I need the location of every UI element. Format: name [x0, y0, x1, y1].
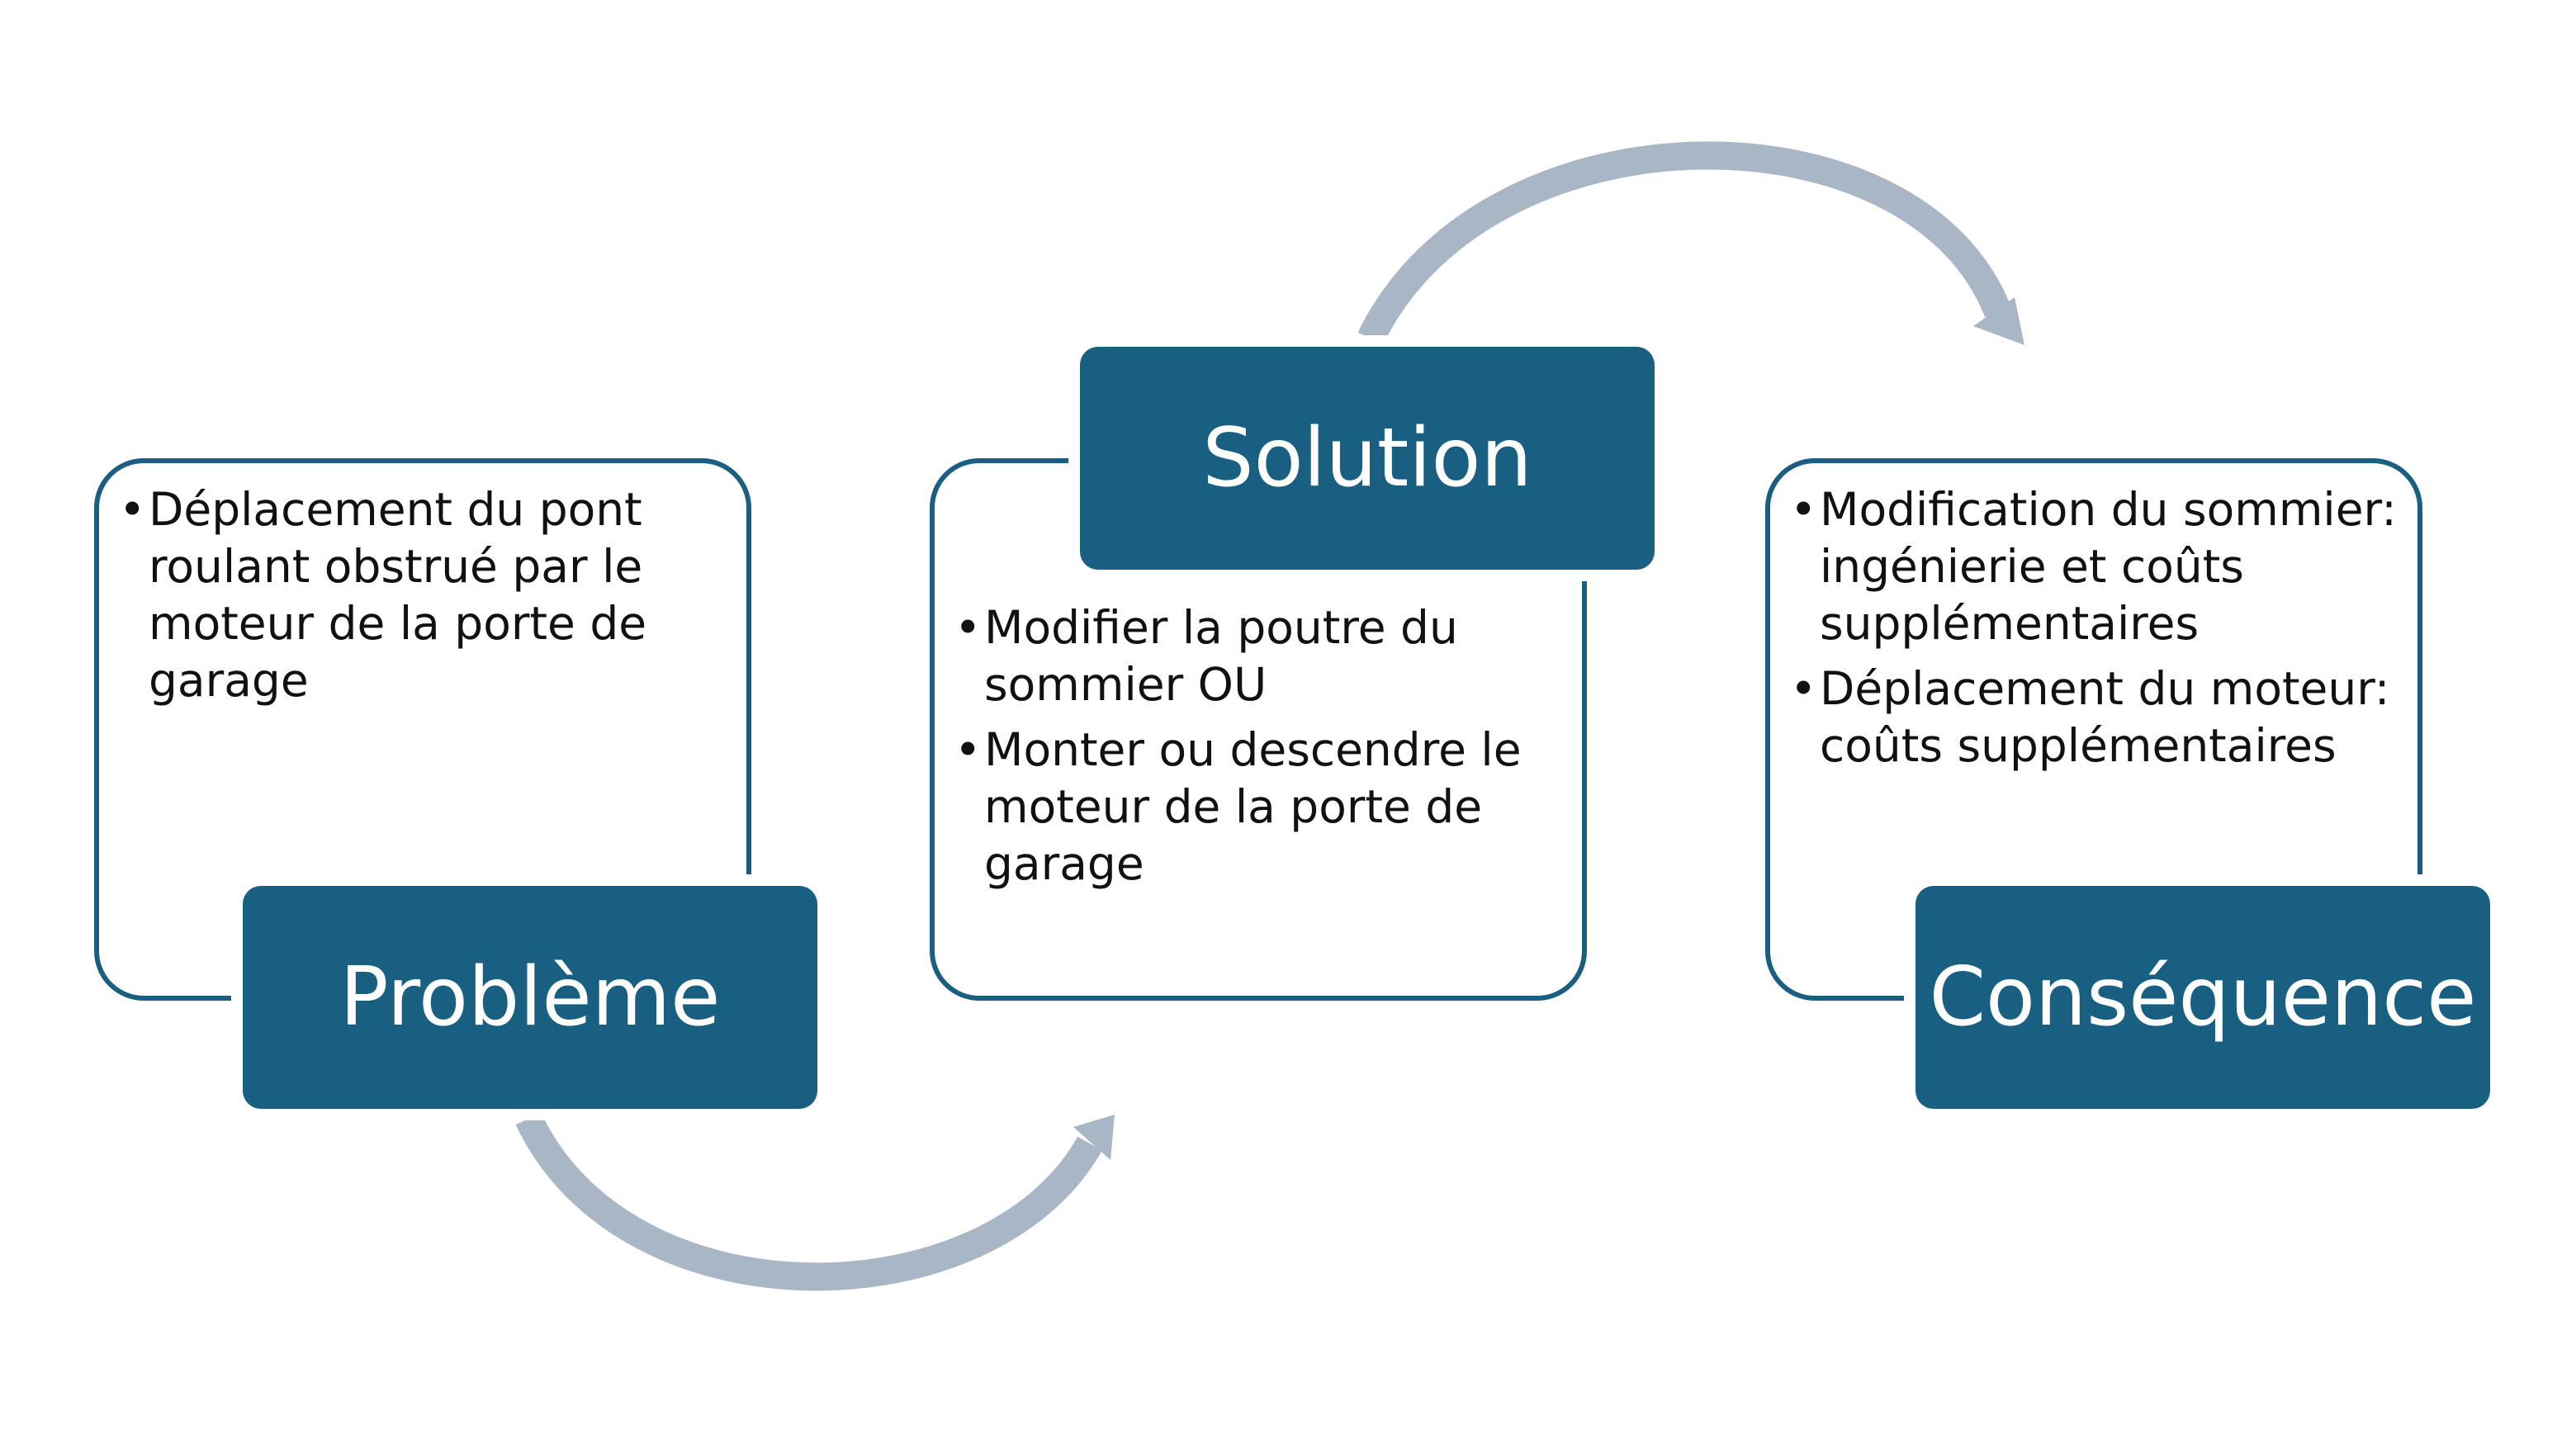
- bullet-item: Monter ou descendre le moteur de la port…: [954, 722, 1565, 893]
- bullet-list: Modification du sommier: ingénierie et c…: [1790, 481, 2409, 783]
- step-title-consequence: Conséquence: [1915, 886, 2490, 1109]
- step-title-probleme: Problème: [243, 886, 817, 1109]
- bullet-item: Modification du sommier: ingénierie et c…: [1790, 481, 2409, 652]
- bullet-list: Modifier la poutre du sommier OU Monter …: [954, 599, 1565, 901]
- bullet-item: Modifier la poutre du sommier OU: [954, 599, 1565, 713]
- bullet-item: Déplacement du pont roulant obstrué par …: [119, 481, 730, 709]
- step-title-solution: Solution: [1080, 347, 1655, 570]
- bullet-item: Déplacement du moteur: coûts supplémenta…: [1790, 661, 2409, 774]
- bullet-list: Déplacement du pont roulant obstrué par …: [119, 481, 730, 717]
- curved-arrow-icon: [515, 1112, 1115, 1291]
- curved-arrow-icon: [1357, 141, 2024, 345]
